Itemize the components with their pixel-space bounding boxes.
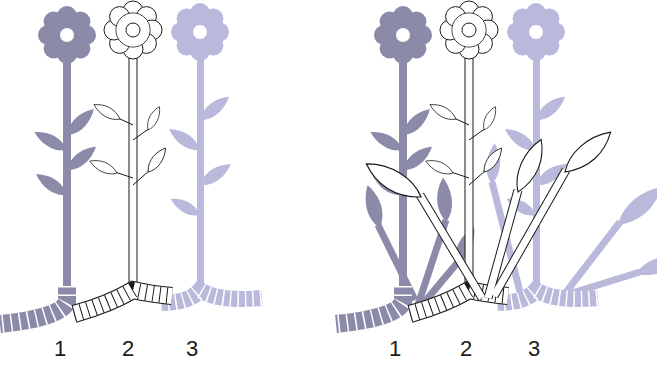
callout-number: 2 [122, 336, 134, 362]
callout-number: 1 [54, 336, 66, 362]
callout-number: 1 [389, 336, 401, 362]
callout-number: 2 [460, 336, 472, 362]
callout-number: 3 [528, 336, 540, 362]
callout-number: 3 [186, 336, 198, 362]
